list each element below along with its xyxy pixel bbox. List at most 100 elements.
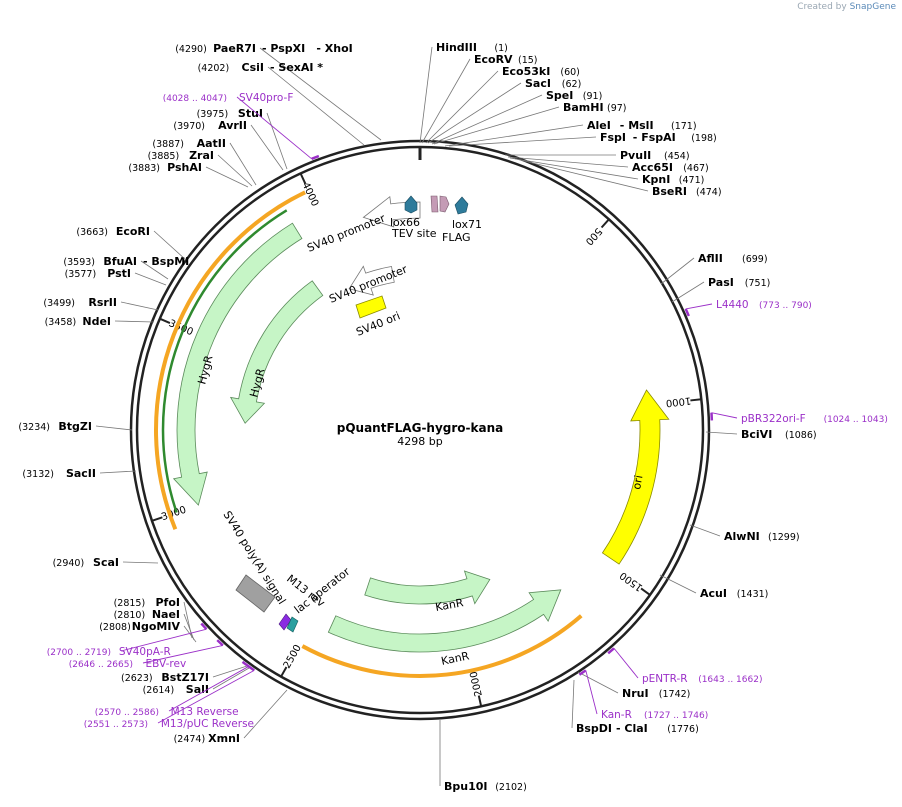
site-name-extra: - MslI (620, 119, 654, 132)
site-ngomiv[interactable]: (2808)NgoMIV (99, 620, 197, 643)
lox71-label: lox71 (452, 218, 482, 231)
site-leader (431, 94, 543, 145)
primer-sv40pro-f[interactable]: SV40pro-F(4028 .. 4047) (163, 92, 320, 161)
primer-ebv-rev[interactable]: EBV-rev(2646 .. 2665) (69, 639, 224, 670)
sv40-promoter-label-1: SV40 promoter (305, 211, 387, 254)
site-scai[interactable]: (2940)ScaI (53, 556, 159, 569)
site-saci[interactable]: SacI(62) (427, 77, 581, 144)
site-name: PstI (107, 267, 131, 280)
site-name: EcoRV (474, 53, 513, 66)
primer-range: (2646 .. 2665) (69, 660, 133, 670)
primer-sv40pa-r[interactable]: SV40pA-R(2700 .. 2719) (47, 622, 208, 658)
primer-range: (4028 .. 4047) (163, 94, 227, 104)
site-ecorv[interactable]: EcoRV(15) (421, 53, 538, 144)
site-name: Bpu10I (444, 780, 488, 793)
hygr-arrow-inner (229, 280, 324, 424)
kanr-orf-arc (301, 614, 583, 678)
lox66-arrow (404, 195, 418, 214)
site-name-extra: - SexAI * (270, 61, 323, 74)
site-bamhi[interactable]: BamHI(97) (433, 101, 627, 145)
site-position: (1742) (659, 689, 691, 700)
primer-pbr322ori-f[interactable]: pBR322ori-F(1024 .. 1043) (710, 412, 888, 425)
site-sacii[interactable]: (3132)SacII (22, 467, 137, 480)
site-name: BfuAI (103, 255, 137, 268)
site-bseri[interactable]: BseRI(474) (511, 157, 722, 198)
site-csii[interactable]: (4202)CsiI- SexAI * (198, 61, 365, 146)
plasmid-name: pQuantFLAG-hygro-kana (337, 421, 504, 435)
site-bspdi[interactable]: BspDI- ClaI(1776) (571, 679, 699, 735)
primer-l4440[interactable]: L4440(773 .. 790) (684, 299, 812, 317)
site-eco53ki[interactable]: Eco53kI(60) (425, 65, 580, 144)
site-name: AflII (698, 252, 723, 265)
site-pfoi[interactable]: (2815)PfoI (114, 596, 193, 639)
site-alwni[interactable]: AlwNI(1299) (689, 524, 800, 543)
site-ndei[interactable]: (3458)NdeI (45, 315, 155, 328)
sv40-ori-box (355, 295, 387, 319)
site-spei[interactable]: SpeI(91) (431, 89, 602, 145)
site-bcivi[interactable]: BciVI(1086) (705, 428, 817, 441)
site-name: Eco53kI (502, 65, 550, 78)
site-leader (433, 106, 560, 145)
site-btgzi[interactable]: (3234)BtgZI (18, 420, 133, 433)
site-rsrii[interactable]: (3499)RsrII (43, 296, 159, 311)
features: SV40 promoter SV40 promoter SV40 ori lox… (154, 190, 670, 678)
site-pasi[interactable]: PasI (751) (671, 276, 771, 303)
site-psti[interactable]: (3577)PstI (65, 267, 167, 286)
site-bpu10i[interactable]: Bpu10I(2102) (439, 720, 527, 793)
site-alei[interactable]: AleI- MslI(171) (444, 119, 697, 147)
site-position: (454) (664, 151, 690, 162)
site-avrii[interactable]: (3970)AvrII (173, 119, 284, 171)
site-stui[interactable]: (3975)StuI (197, 107, 288, 170)
tick-mark (477, 695, 483, 707)
tick-mark (159, 317, 171, 324)
site-xmni[interactable]: (2474)XmnI (174, 689, 288, 745)
site-aatii[interactable]: (3887)AatII (152, 137, 257, 186)
primer-pentr-r[interactable]: pENTR-R(1643 .. 1662) (607, 647, 762, 685)
site-pshai[interactable]: (3883)PshAI (128, 161, 249, 188)
primer-mark (216, 639, 224, 647)
primer-mark (241, 660, 250, 668)
site-bfuai[interactable]: (3593)BfuAI- BspMI (63, 255, 189, 280)
primer-m13-reverse[interactable]: M13 Reverse(2570 .. 2586) (95, 660, 250, 718)
primer-kan-r[interactable]: Kan-R(1727 .. 1746) (578, 669, 708, 721)
site-name: BseRI (652, 185, 687, 198)
site-name: Acc65I (632, 161, 673, 174)
lox71-arrow (454, 196, 469, 215)
site-hindiii[interactable]: HindIII(1) (419, 41, 508, 144)
primer-leader (157, 669, 255, 724)
site-bstz17i[interactable]: (2623)BstZ17I (121, 665, 248, 684)
tick-mark (600, 218, 610, 229)
site-position: (751) (745, 278, 771, 289)
site-name: AatII (197, 137, 226, 150)
site-leader (114, 320, 155, 323)
site-position: (699) (742, 254, 768, 265)
site-paer7i[interactable]: (4290)PaeR7I- PspXI- XhoI (175, 42, 382, 141)
site-name: XmnI (208, 732, 240, 745)
site-name: SacI (525, 77, 551, 90)
snapgene-logo: SnapGene (849, 2, 896, 12)
site-aflii[interactable]: AflII (699) (660, 252, 768, 285)
site-name: PasI (708, 276, 734, 289)
site-fspi[interactable]: FspI- FspAI(198) (448, 131, 717, 147)
sv40-polya-box (235, 574, 276, 613)
site-nrui[interactable]: NruI(1742) (577, 671, 691, 700)
primer-m13-puc-reverse[interactable]: M13/pUC Reverse(2551 .. 2573) (84, 664, 255, 730)
site-name: BstZ17I (161, 671, 209, 684)
site-position: (3975) (197, 109, 229, 120)
site-acui[interactable]: AcuI(1431) (659, 574, 768, 600)
site-naei[interactable]: (2810)NaeI (114, 608, 195, 641)
site-position: (4290) (175, 44, 207, 55)
site-position: (3499) (43, 298, 75, 309)
primer-range: (773 .. 790) (759, 301, 812, 311)
site-kpni[interactable]: KpnI(471) (509, 157, 704, 186)
site-position: (2614) (143, 685, 175, 696)
site-ecori[interactable]: (3663)EcoRI (76, 225, 187, 261)
site-leader (444, 124, 584, 147)
site-zrai[interactable]: (3885)ZraI (148, 149, 253, 187)
tick-mark (151, 516, 163, 522)
site-acc65i[interactable]: Acc65I(467) (507, 156, 709, 174)
site-sali[interactable]: (2614)SalI (143, 667, 250, 696)
site-position: (1) (494, 43, 507, 54)
site-pvuii[interactable]: PvuII(454) (505, 149, 690, 162)
site-name-extra: - XhoI (316, 42, 352, 55)
